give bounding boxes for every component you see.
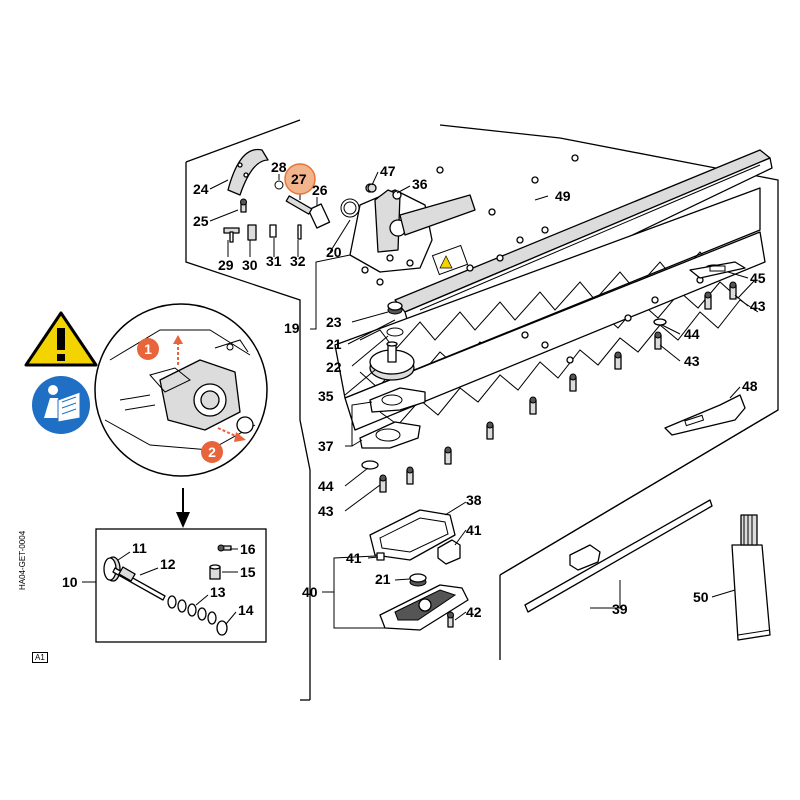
label-37: 37 [318,438,334,454]
blade-bolts [361,264,737,493]
part-35-gear [369,341,415,381]
label-29: 29 [218,257,234,273]
label-44-right: 44 [684,326,700,342]
label-27: 27 [291,171,307,187]
label-41-lower: 41 [346,550,362,566]
part-22-ring [386,327,404,337]
part-27-pin [285,195,313,215]
detail-view-circle [94,303,268,477]
part-32-pin [297,224,302,240]
label-23: 23 [326,314,342,330]
label-43-mid: 43 [684,353,700,369]
part-23-bearing [387,301,403,315]
revision-mark: A1 [32,652,48,663]
label-40: 40 [302,584,318,600]
label-38: 38 [466,492,482,508]
part-28-ring [274,180,284,190]
assembly-frame [185,119,311,700]
part-39-box [499,409,779,660]
label-30: 30 [242,257,258,273]
label-19: 19 [284,320,300,336]
label-28: 28 [271,159,287,175]
step-two-number: 2 [208,444,216,460]
label-35: 35 [318,388,334,404]
warning-triangle-icon [24,311,98,367]
label-24: 24 [193,181,209,197]
label-49: 49 [555,188,571,204]
drawing-code: HA04-GET-0004 [18,530,27,590]
part-16-screw [217,544,232,552]
read-manual-icon [32,376,90,434]
label-32: 32 [290,253,306,269]
part-21-lower-bearing [409,573,427,587]
label-43-upper-right: 43 [750,298,766,314]
part-45-bracket [689,261,746,279]
part-number-labels: 10 11 12 13 14 15 16 19 20 21 21 22 23 2… [62,159,766,620]
part-37-connecting-rods [359,387,426,449]
label-12: 12 [160,556,176,572]
part-41-clip [437,539,461,565]
label-21-upper: 21 [326,336,342,352]
label-10: 10 [62,574,78,590]
part-12-drive-shaft [112,566,166,601]
label-43-left: 43 [318,503,334,519]
part-25-screw [240,198,247,213]
label-47: 47 [380,163,396,179]
detail-arrow [176,488,190,528]
part-14-ring [216,620,228,636]
part-24-cable-clamp [227,148,269,196]
part-30-key [247,224,257,241]
label-31: 31 [266,253,282,269]
part-42-screw [447,611,454,628]
part-47-nut [367,183,377,193]
label-44-left: 44 [318,478,334,494]
label-42: 42 [466,604,482,620]
step-one-number: 1 [144,341,152,357]
label-25: 25 [193,213,209,229]
label-41-upper: 41 [466,522,482,538]
label-21-lower: 21 [375,571,391,587]
label-50: 50 [693,589,709,605]
part-38-gasket [369,509,456,561]
part-11-bevel-gear [103,556,121,582]
step-two-marker: 2 [201,427,246,463]
label-22: 22 [326,359,342,375]
subassembly-box [95,528,267,643]
housing-warning-label [431,244,469,276]
leader-lines [82,171,749,629]
label-14: 14 [238,602,254,618]
part-48-blade-tip [664,394,746,436]
label-15: 15 [240,564,256,580]
gear-housing [340,189,476,273]
part-41-small-nut [376,552,385,561]
part-29-pin [223,227,240,243]
part-40-gear-cover [379,584,469,631]
label-26: 26 [312,182,328,198]
part-15-sleeve [209,564,221,580]
label-39: 39 [612,601,628,617]
label-16: 16 [240,541,256,557]
label-13: 13 [210,584,226,600]
part-13-washers [167,595,217,625]
step-one-marker: 1 [137,335,183,365]
part-26-spring [307,203,331,229]
label-36: 36 [412,176,428,192]
label-45: 45 [750,270,766,286]
part-31-clip [269,224,277,238]
part-27-highlight [284,163,316,195]
label-48: 48 [742,378,758,394]
label-20: 20 [326,244,342,260]
part-50-grease-tube [731,514,771,641]
label-11: 11 [132,540,147,556]
